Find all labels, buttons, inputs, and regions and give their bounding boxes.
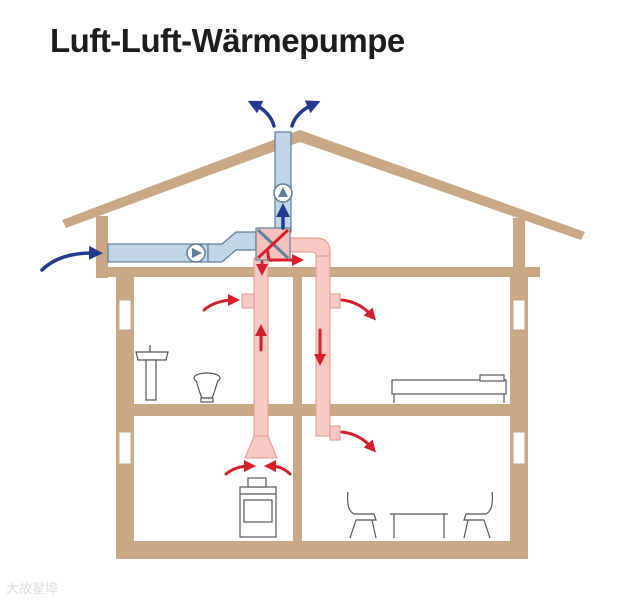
ground-floor: [116, 541, 528, 559]
toilet-icon: [193, 372, 221, 403]
window-right-lower: [512, 431, 526, 465]
bed-icon: [391, 374, 507, 403]
sink-icon: [135, 345, 169, 401]
page-title: Luft-Luft-Wärmepumpe: [50, 22, 405, 59]
interior-wall: [293, 277, 302, 541]
fresh-air-duct-bend: [207, 231, 257, 263]
house-frame: [62, 130, 585, 559]
fan-icon: [273, 183, 293, 203]
heat-exchanger-icon: [255, 227, 291, 261]
window-left-upper: [118, 299, 132, 331]
extract-duct: [241, 257, 278, 459]
arrow-icon: [340, 298, 376, 321]
arrow-icon: [340, 430, 376, 453]
warm-supply-duct-branch-upper: [329, 293, 341, 309]
window-right-upper: [512, 299, 526, 331]
chair-icon: [463, 491, 493, 539]
windows: [118, 299, 526, 465]
right-gable-wall: [513, 218, 525, 278]
watermark: 大故翟埠: [6, 582, 59, 597]
window-left-lower: [118, 431, 132, 465]
arrow-icon: [224, 460, 256, 476]
roof: [62, 130, 585, 240]
extract-duct-branch: [241, 293, 255, 309]
warm-supply-duct-branch-lower: [329, 425, 341, 441]
arrow-icon: [247, 100, 276, 128]
stove-icon: [239, 477, 277, 538]
arrow-icon: [264, 460, 292, 476]
left-gable-wall: [96, 216, 108, 278]
chair-icon: [347, 491, 377, 539]
table-icon: [390, 513, 448, 538]
arrow-icon: [202, 294, 240, 312]
warm-supply-duct: [289, 237, 341, 441]
fresh-air-duct: [107, 231, 257, 263]
fan-icon: [186, 243, 206, 263]
arrow-icon: [290, 100, 321, 128]
cold-air-arrows: [40, 100, 321, 272]
warm-air-arrows: [202, 250, 376, 476]
arrow-icon: [40, 245, 103, 272]
arrow-icon: [266, 250, 304, 266]
warm-supply-duct-vertical: [315, 255, 331, 437]
kitchen-hood: [244, 435, 278, 459]
